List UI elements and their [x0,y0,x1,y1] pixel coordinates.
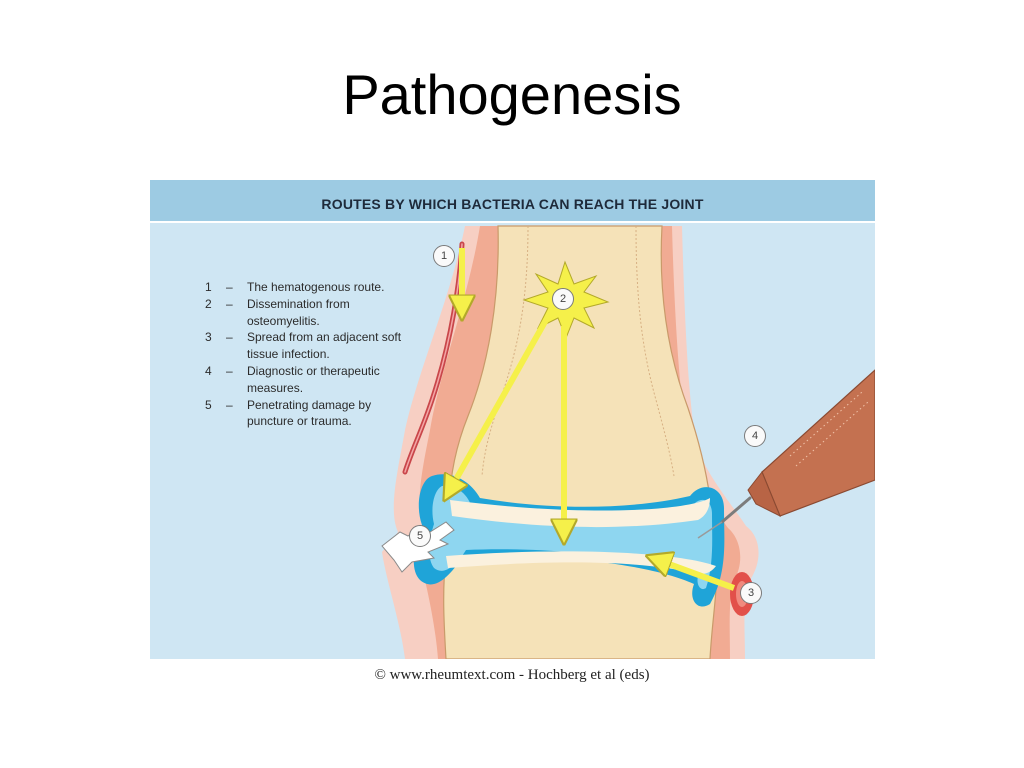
legend-dash: – [226,296,233,311]
legend-dash: – [226,397,233,412]
legend-item: 3 – Spread from an adjacent soft tissue … [205,329,405,363]
legend-item: 2 – Dissemination from osteomyelitis. [205,296,405,330]
upper-cartilage [450,498,710,528]
legend-text: Dissemination from osteomyelitis. [247,296,350,328]
legend-dash: – [226,363,233,378]
joint-infection-figure: ROUTES BY WHICH BACTERIA CAN REACH THE J… [150,180,875,659]
figure-header: ROUTES BY WHICH BACTERIA CAN REACH THE J… [321,196,704,212]
legend-dash: – [226,280,233,294]
legend-text: The hematogenous route. [247,280,385,294]
arrow-osteomyelitis-left [450,318,549,490]
callout-4: 4 [744,425,766,447]
figure-caption: © www.rheumtext.com - Hochberg et al (ed… [374,667,650,683]
legend-number: 2 [205,296,212,311]
syringe [697,369,875,539]
legend-text: Spread from an adjacent soft tissue infe… [247,330,402,362]
callout-5: 5 [409,525,431,547]
legend-number: 4 [205,363,212,378]
legend-item: 4 – Diagnostic or therapeutic measures. [205,363,405,397]
figure-header-band [150,180,875,222]
slide-title: Pathogenesis [342,63,682,126]
legend-number: 3 [205,330,212,345]
legend-item: 1 – The hematogenous route. [205,279,405,296]
legend-text: Penetrating damage by puncture or trauma… [247,397,372,429]
arrow-soft-tissue [658,560,736,591]
callout-3: 3 [740,582,762,604]
callout-2: 2 [552,288,574,310]
legend-dash: – [226,330,233,345]
callout-1: 1 [433,245,455,267]
legend-number: 5 [205,397,212,412]
legend-item: 5 – Penetrating damage by puncture or tr… [205,397,405,431]
legend-text: Diagnostic or therapeutic measures. [247,363,380,395]
legend: 1 – The hematogenous route. 2 – Dissemin… [205,279,405,430]
legend-number: 1 [205,280,212,294]
joint-diagram [150,180,875,659]
